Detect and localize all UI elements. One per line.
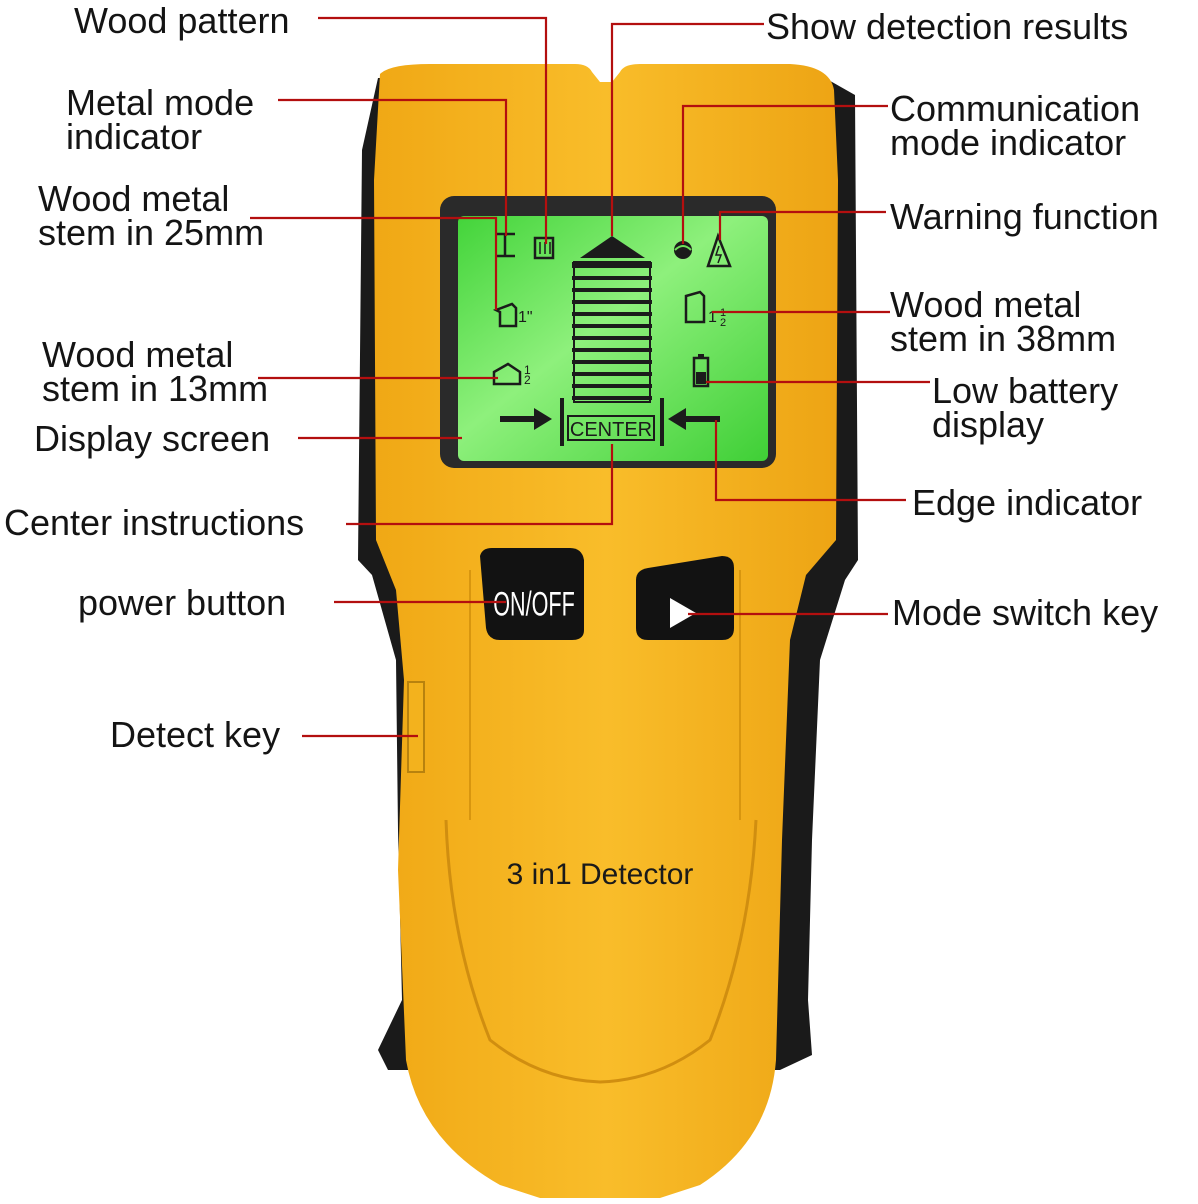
wood-pattern-icon bbox=[533, 236, 555, 260]
power-key-label: ON/OFF bbox=[493, 586, 575, 624]
center-indicator: CENTER bbox=[560, 398, 664, 446]
warning-icon bbox=[706, 232, 732, 268]
wood-13mm-icon bbox=[492, 362, 522, 386]
label-wood-pattern: Wood pattern bbox=[74, 0, 290, 41]
mode-switch-button bbox=[636, 556, 734, 640]
label-detect-key: Detect key bbox=[110, 714, 281, 755]
edge-arrows bbox=[500, 408, 720, 430]
play-icon bbox=[670, 598, 696, 628]
svg-text:1: 1 bbox=[524, 363, 531, 377]
label-edge-indicator: Edge indicator bbox=[912, 482, 1143, 523]
leader-lines bbox=[250, 16, 930, 738]
device-name: 3 in1 Detector bbox=[507, 858, 694, 891]
wood-38mm-icon bbox=[684, 290, 706, 324]
power-button bbox=[480, 548, 584, 640]
communication-icon bbox=[674, 241, 692, 259]
label-center-instructions: Center instructions bbox=[4, 502, 305, 543]
label-power-button: power button bbox=[78, 582, 287, 623]
lcd-icons bbox=[492, 232, 732, 388]
center-label: CENTER bbox=[570, 419, 652, 441]
label-display-screen: Display screen bbox=[34, 418, 271, 459]
label-show-detection-results: Show detection results bbox=[766, 6, 1129, 47]
wood-25mm-icon bbox=[492, 302, 518, 328]
label-warning-function: Warning function bbox=[890, 196, 1159, 237]
svg-text:1": 1" bbox=[518, 309, 533, 326]
svg-text:2: 2 bbox=[524, 373, 531, 387]
label-mode-switch-key: Mode switch key bbox=[892, 592, 1159, 633]
svg-text:2: 2 bbox=[720, 317, 726, 329]
svg-text:1: 1 bbox=[708, 309, 717, 326]
detection-bars bbox=[572, 236, 652, 400]
detect-key bbox=[407, 681, 425, 773]
